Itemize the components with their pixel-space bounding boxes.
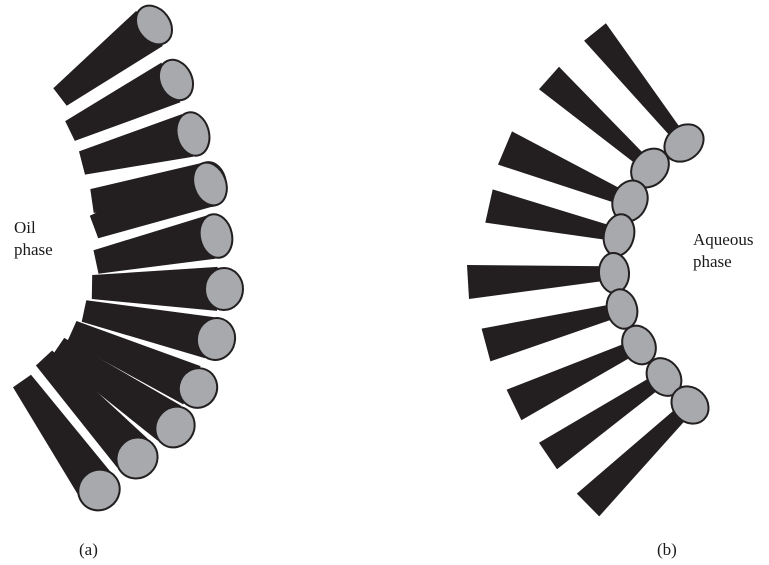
oil-phase-label-line1: Oil bbox=[14, 217, 53, 239]
panel-b-label: (b) bbox=[657, 539, 677, 561]
panel-b-molecule-layer bbox=[467, 23, 716, 516]
surfactant-molecule bbox=[577, 379, 716, 517]
hydrophilic-head bbox=[598, 252, 630, 294]
hydrophilic-head bbox=[205, 268, 244, 311]
panel-a-label: (a) bbox=[79, 539, 98, 561]
hydrophobic-tail bbox=[485, 189, 615, 240]
oil-phase-label-line2: phase bbox=[14, 239, 53, 261]
oil-phase-label: Oil phase bbox=[14, 217, 53, 261]
aqueous-phase-label: Aqueous phase bbox=[693, 229, 753, 273]
surfactant-molecule bbox=[584, 23, 711, 169]
surfactant-molecule bbox=[467, 252, 630, 299]
aqueous-phase-label-line2: phase bbox=[693, 251, 753, 273]
hydrophobic-tail bbox=[482, 304, 619, 362]
hydrophobic-tail bbox=[467, 265, 609, 299]
aqueous-phase-label-line1: Aqueous bbox=[693, 229, 753, 251]
